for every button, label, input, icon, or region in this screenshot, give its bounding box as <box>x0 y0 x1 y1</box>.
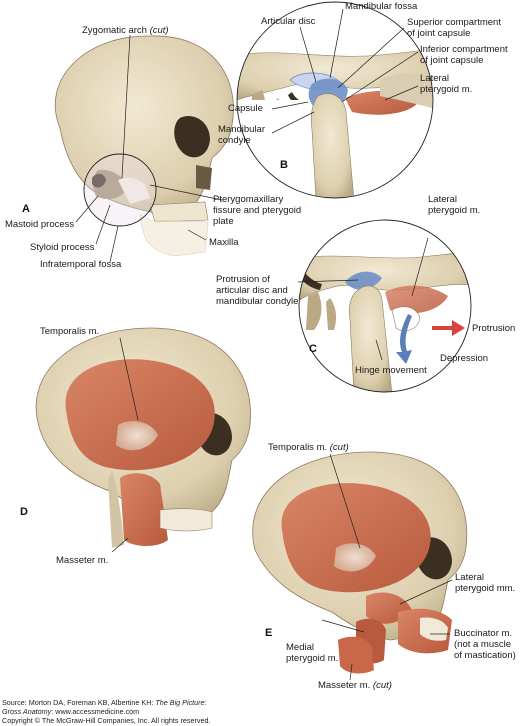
lateral-pterygoid-e-label-line1: Lateral <box>455 572 484 583</box>
infratemporal-leader <box>109 225 119 263</box>
source-credit: Source: Morton DA, Foreman KB, Albertine… <box>2 698 207 707</box>
source-credit-line2: Gross Anatomy: www.accessmedicine.com <box>2 707 139 716</box>
panel-b: Articular disc Mandibular fossa Superior… <box>218 1 508 199</box>
temporalis-e-leader <box>329 453 361 549</box>
mandibular-condyle-label-line2: condyle <box>218 135 251 146</box>
skull-e-illustration <box>252 451 468 674</box>
lateral-pterygoid-e-label-line2: pterygoid mm. <box>455 583 515 594</box>
pterygo-label-line2: fissure and pterygoid <box>213 205 301 216</box>
book-title-part2: Gross Anatomy <box>2 707 52 716</box>
inferior-compartment-label-line2: of joint capsule <box>420 55 483 66</box>
lateral-pterygoid-b-label-line2: pterygoid m. <box>420 84 472 95</box>
pterygo-label-line1: Pterygomaxillary <box>213 194 283 205</box>
hinge-movement-label: Hinge movement <box>355 365 427 376</box>
panel-d: Temporalis m. D Masseter m. <box>20 326 251 566</box>
medial-pterygoid-leader <box>321 619 365 633</box>
protrusion-of-label-line1: Protrusion of <box>216 274 270 285</box>
book-title-part1: The Big Picture: <box>155 698 207 707</box>
superior-compartment-leader <box>337 27 405 89</box>
mandibular-fossa-leader <box>329 8 344 79</box>
buccinator-label-line3: of mastication) <box>454 650 516 661</box>
articular-disc-leader <box>299 26 317 83</box>
pterygo-label-line3: plate <box>213 216 234 227</box>
inferior-compartment-leader <box>341 51 419 103</box>
condyle-leader <box>271 111 315 134</box>
mandibular-fossa-label: Mandibular fossa <box>345 1 418 12</box>
pterygo-leader <box>149 184 223 201</box>
panel-e: Temporalis m. (cut) Lateral pterygoid mm… <box>252 442 516 691</box>
protrusion-of-label-line3: mandibular condyle <box>216 296 298 307</box>
styloid-leader <box>95 204 111 245</box>
zygomatic-arch-leader <box>121 34 131 179</box>
inferior-compartment-label-line1: Inferior compartment <box>420 44 508 55</box>
medial-pterygoid-label-line2: pterygoid m. <box>286 653 338 664</box>
masseter-d-leader <box>111 537 129 553</box>
protrusion-arrow <box>432 320 465 336</box>
masseter-e-label: Masseter m. (cut) <box>318 680 392 691</box>
protrusion-of-label-line2: articular disc and <box>216 285 288 296</box>
infratemporal-label: Infratemporal fossa <box>40 259 122 270</box>
articular-disc-label: Articular disc <box>261 16 316 27</box>
skull-d-illustration <box>35 327 251 548</box>
panel-letter-a: A <box>22 203 30 215</box>
panel-c: Lateral pterygoid m. Protrusion of artic… <box>216 194 515 393</box>
temporalis-d-leader <box>119 337 139 421</box>
buccinator-label-line1: Buccinator m. <box>454 628 512 639</box>
panel-letter-d: D <box>20 506 28 518</box>
medial-pterygoid-label-line1: Medial <box>286 642 314 653</box>
tmj-closed-illustration <box>237 2 433 198</box>
infratemporal-fossa-highlight <box>83 153 157 227</box>
lateral-pterygoid-c-label-line1: Lateral <box>428 194 457 205</box>
lateral-pterygoid-b-leader <box>384 85 419 101</box>
zygomatic-arch-label: Zygomatic arch (cut) <box>82 25 169 36</box>
lateral-pterygoid-c-leader <box>411 237 429 297</box>
copyright-notice: Copyright © The McGraw-Hill Companies, I… <box>2 716 211 725</box>
mastoid-leader <box>75 195 99 223</box>
temporalis-d-label: Temporalis m. <box>40 326 99 337</box>
depression-label: Depression <box>440 353 488 364</box>
masseter-e-leader <box>349 663 353 681</box>
superior-compartment-label-line1: Superior compartment <box>407 17 501 28</box>
skull-a-illustration <box>54 35 234 257</box>
lateral-pterygoid-c-label-line2: pterygoid m. <box>428 205 480 216</box>
masseter-d-label: Masseter m. <box>56 555 108 566</box>
panel-letter-b: B <box>280 159 288 171</box>
capsule-leader <box>271 101 309 110</box>
maxilla-leader <box>187 229 207 241</box>
hinge-leader <box>375 339 383 361</box>
tmj-protruded-illustration <box>299 220 471 392</box>
protrusion-label: Protrusion <box>472 323 515 334</box>
panel-a: Zygomatic arch (cut) Pterygomaxillary fi… <box>5 25 301 270</box>
depression-arrow <box>396 314 412 364</box>
styloid-label: Styloid process <box>30 242 95 253</box>
mastoid-label: Mastoid process <box>5 219 74 230</box>
maxilla-label: Maxilla <box>209 237 239 248</box>
panel-letter-c: C <box>309 343 317 355</box>
lateral-pterygoid-e-leader <box>399 579 453 605</box>
mandibular-condyle-label-line1: Mandibular <box>218 124 265 135</box>
protrusion-of-leader <box>297 279 359 283</box>
lateral-pterygoid-b-label-line1: Lateral <box>420 73 449 84</box>
panel-letter-e: E <box>265 627 272 639</box>
buccinator-label-line2: (not a muscle <box>454 639 511 650</box>
capsule-label: Capsule <box>228 103 263 114</box>
source-prefix: Source: Morton DA, Foreman KB, Albertine… <box>2 698 156 707</box>
source-url: : www.accessmedicine.com <box>51 707 140 716</box>
superior-compartment-label-line2: of joint capsule <box>407 28 470 39</box>
temporalis-e-label: Temporalis m. (cut) <box>268 442 349 453</box>
